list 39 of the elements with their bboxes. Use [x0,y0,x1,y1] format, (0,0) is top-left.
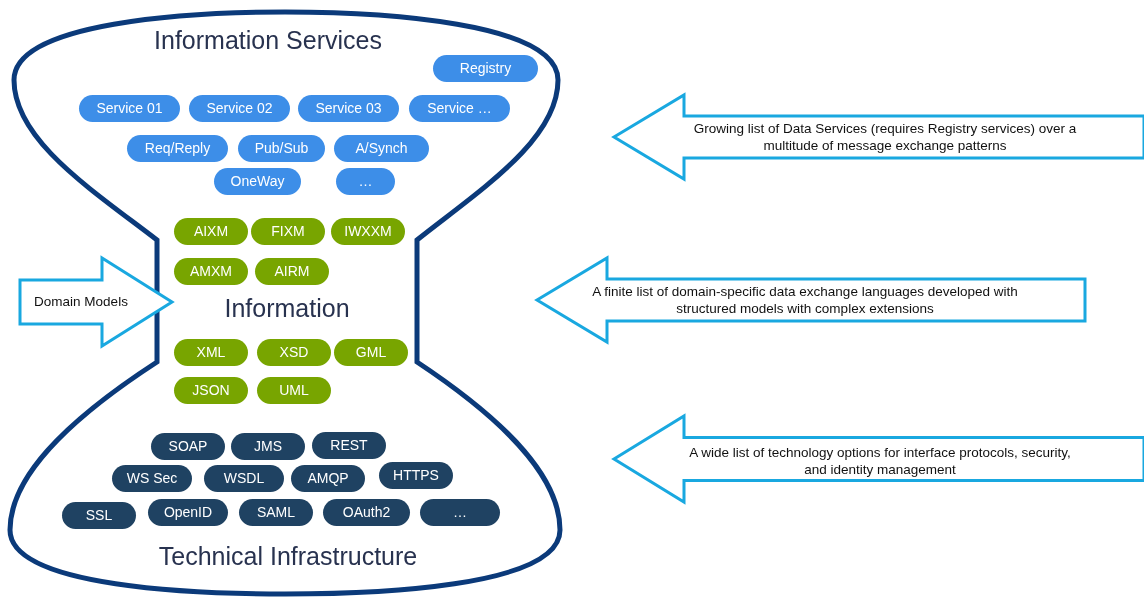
tag-pill: UML [257,377,331,404]
tag-pill: HTTPS [379,462,453,489]
tag-pill: JMS [231,433,305,460]
tag-pill: OAuth2 [323,499,410,526]
tag-pill: XSD [257,339,331,366]
arrow-text: A wide list of technology options for interface protocols, security, and identity management [688,444,1072,478]
tag-pill: Service … [409,95,510,122]
tag-pill: … [420,499,500,526]
tag-pill: A/Synch [334,135,429,162]
tag-pill: SOAP [151,433,225,460]
tag-pill: Registry [433,55,538,82]
tag-pill: IWXXM [331,218,405,245]
tag-pill: XML [174,339,248,366]
tag-pill: AIRM [255,258,329,285]
tag-pill: Req/Reply [127,135,228,162]
tag-pill: Pub/Sub [238,135,325,162]
tag-pill: AMQP [291,465,365,492]
tag-pill: AIXM [174,218,248,245]
tag-pill: SAML [239,499,313,526]
section-title: Information [224,294,350,323]
tag-pill: AMXM [174,258,248,285]
tag-pill: FIXM [251,218,325,245]
tag-pill: OneWay [214,168,301,195]
tag-pill: Service 02 [189,95,290,122]
tag-pill: REST [312,432,386,459]
arrow-text: A finite list of domain-specific data exchange languages developed with structured models with complex extensions [591,283,1019,317]
tag-pill: JSON [174,377,248,404]
tag-pill: OpenID [148,499,228,526]
tag-pill: SSL [62,502,136,529]
arrow-text: Domain Models [33,293,129,310]
section-title: Technical Infrastructure [158,542,418,571]
tag-pill: WSDL [204,465,284,492]
section-title: Information Services [154,26,382,55]
tag-pill: Service 01 [79,95,180,122]
tag-pill: Service 03 [298,95,399,122]
tag-pill: GML [334,339,408,366]
arrow-text: Growing list of Data Services (requires Registry services) over a multitude of message exchange patterns [692,120,1078,154]
tag-pill: … [336,168,395,195]
tag-pill: WS Sec [112,465,192,492]
